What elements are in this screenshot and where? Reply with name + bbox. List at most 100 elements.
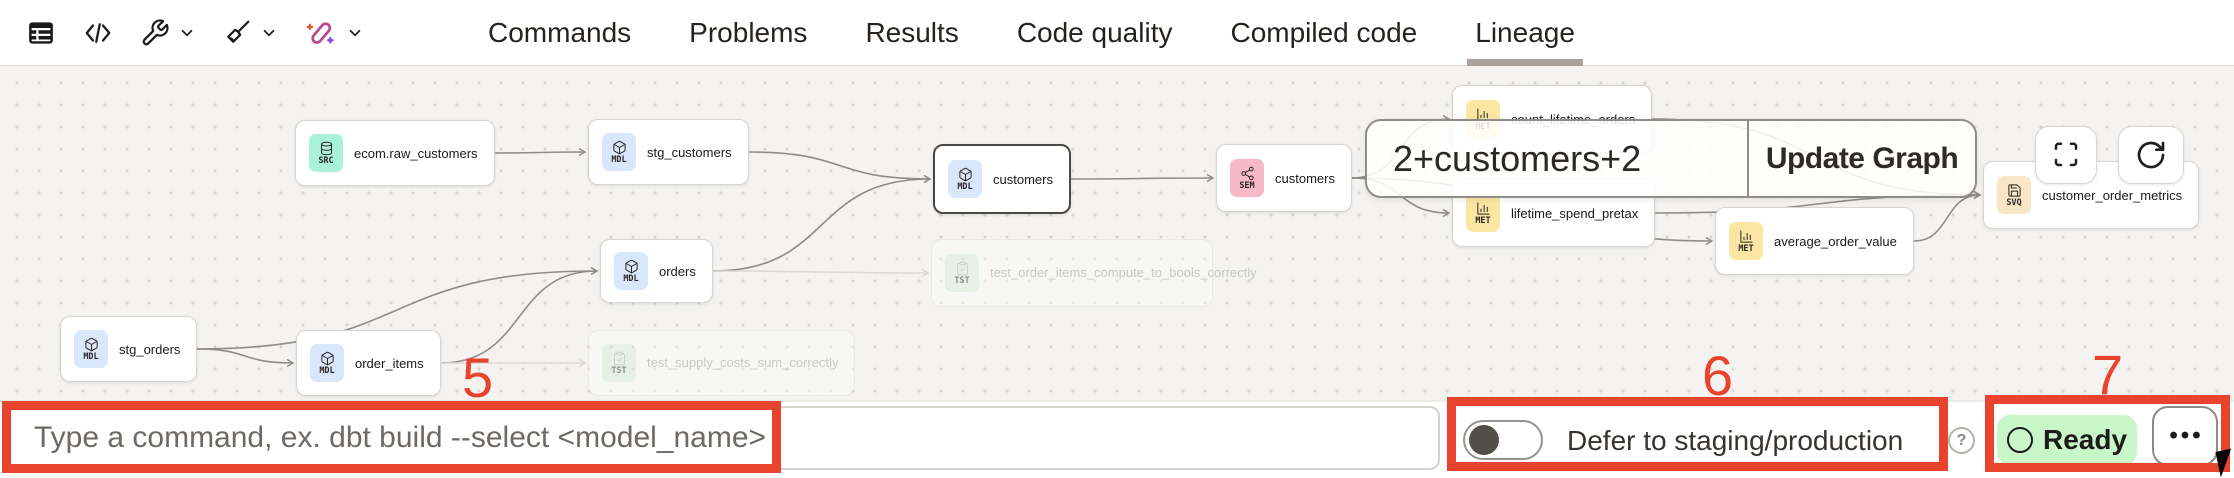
wrench-icon[interactable] [140,18,196,48]
cube-icon [84,337,98,351]
badge-type-label: MDL [623,273,639,284]
edge-ecom_raw_customers-to-stg_customers [494,152,585,153]
toggle-knob [1469,425,1499,455]
editor-toolbar [0,0,364,66]
cube-icon [612,140,626,154]
src-badge: SRC [309,134,343,172]
lineage-node-average_order_value[interactable]: MET average_order_value [1715,207,1914,275]
node-label: customer_order_metrics [2042,187,2183,203]
database-icon [320,141,332,155]
node-label: stg_customers [647,144,732,160]
badge-type-label: TST [611,365,627,376]
status-circle-icon [2006,427,2033,453]
edge-stg_orders-to-order_items [196,348,293,363]
mdl-badge: MDL [614,252,648,290]
lineage-node-ecom_raw_customers[interactable]: SRC ecom.raw_customers [295,120,495,186]
cube-icon [958,167,972,181]
test-clipboard-icon [956,261,968,275]
edge-orders-to-test_order_items [712,271,928,273]
test-clipboard-icon [613,351,625,365]
edge-stg_customers-to-customers_mdl [748,151,930,179]
mdl-badge: MDL [310,344,344,382]
badge-type-label: MET [1738,243,1754,254]
met-badge: MET [1466,194,1500,232]
badge-type-label: MET [1475,215,1491,226]
broom-icon[interactable] [222,18,278,48]
badge-type-label: SVQ [2006,197,2022,208]
maximize-icon [2054,142,2078,167]
defer-label: Defer to staging/production [1567,425,1904,456]
badge-type-label: TST [954,275,970,286]
tab-bar: Commands Problems Results Code quality Compi… [488,0,1583,66]
semantic-graph-icon [1240,166,1254,180]
cube-icon [320,351,334,365]
tab-code-quality[interactable]: Code quality [1016,17,1173,48]
node-label: average_order_value [1774,233,1897,249]
tab-compiled-code[interactable]: Compiled code [1230,17,1418,48]
tab-lineage[interactable]: Lineage [1467,0,1583,66]
saved-query-icon [2007,184,2021,197]
edge-average_order_value-to-customer_order_metrics [1913,195,1980,242]
command-input[interactable] [8,406,1440,470]
metric-chart-icon [1739,230,1753,243]
lineage-node-stg_customers[interactable]: MDL stg_customers [588,119,749,185]
badge-type-label: MDL [83,351,99,362]
metric-chart-icon [1476,202,1490,215]
refresh-icon [2137,141,2165,169]
lineage-node-stg_orders[interactable]: MDL stg_orders [60,316,198,382]
model-selector: Update Graph [1365,119,1977,198]
node-label: stg_orders [119,341,181,357]
lineage-node-customers_mdl[interactable]: MDL customers [933,144,1071,214]
lineage-node-test_supply_costs[interactable]: TST test_supply_costs_sum_correctly [588,330,856,396]
mdl-badge: MDL [602,133,636,171]
edge-order_items-to-orders [440,271,597,364]
tst-badge: TST [602,344,636,382]
help-icon[interactable]: ? [1948,427,1975,454]
model-selector-input[interactable] [1367,121,1747,196]
lineage-node-customer_order_metrics[interactable]: SVQ customer_order_metrics [1983,161,2200,229]
node-label: customers [993,171,1053,187]
sem-badge: SEM [1230,159,1264,197]
top-bar: Commands Problems Results Code quality Compi… [0,0,2234,66]
badge-type-label: MDL [319,365,335,376]
node-label: test_order_items_compute_to_bools_correc… [990,265,1257,281]
code-icon[interactable] [82,18,114,48]
fullscreen-button[interactable] [2035,126,2097,184]
chevron-down-icon [349,29,361,37]
tst-badge: TST [945,254,979,292]
wand-icon[interactable] [304,16,364,50]
ready-status-button[interactable]: Ready [1997,415,2137,465]
lineage-node-orders[interactable]: MDL orders [600,239,713,303]
node-label: test_supply_costs_sum_correctly [647,355,839,371]
chevron-down-icon [263,29,275,37]
chevron-down-icon [181,29,193,37]
badge-type-label: SEM [1239,180,1255,191]
mdl-badge: MDL [74,330,108,368]
tab-commands[interactable]: Commands [488,17,632,48]
edge-orders-to-customers_mdl [712,179,930,272]
cube-icon [624,259,638,273]
node-label: ecom.raw_customers [354,145,478,161]
svq-badge: SVQ [1997,176,2031,214]
lineage-node-order_items[interactable]: MDL order_items [296,330,441,396]
badge-type-label: SRC [318,155,334,166]
node-label: orders [659,263,696,279]
met-badge: MET [1729,222,1763,260]
node-label: order_items [355,355,424,371]
tab-results[interactable]: Results [865,17,959,48]
command-bar: Defer to staging/production ? Ready ••• [0,400,2234,478]
badge-type-label: MDL [611,154,627,165]
refresh-graph-button[interactable] [2118,126,2184,184]
tab-problems[interactable]: Problems [689,17,808,48]
table-icon[interactable] [26,18,56,48]
update-graph-button[interactable]: Update Graph [1747,121,1975,196]
badge-type-label: MDL [957,181,973,192]
edge-stg_orders-to-orders [196,271,597,350]
more-options-button[interactable]: ••• [2152,406,2218,466]
lineage-node-test_order_items[interactable]: TST test_order_items_compute_to_bools_cor… [931,239,1257,307]
defer-toggle[interactable] [1463,420,1543,460]
node-label: lifetime_spend_pretax [1511,205,1639,221]
ready-status-label: Ready [2042,424,2128,455]
